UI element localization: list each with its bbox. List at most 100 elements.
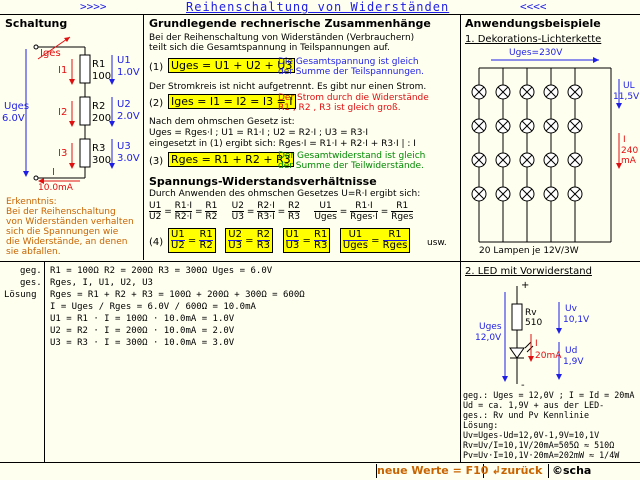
label-wanted: ges. — [20, 278, 42, 288]
label-solution: Lösung — [4, 290, 37, 300]
formula-number: (1) — [149, 62, 164, 73]
label-r2: R2 — [92, 101, 106, 112]
basics-panel: Grundlegende rechnerische Zusammenhänge … — [144, 15, 460, 261]
value-i-lamp: 240 — [621, 146, 639, 156]
example-1-title: 1. Dekorations-Lichterkette — [465, 34, 602, 45]
value-ul: 11,5V — [613, 92, 640, 102]
label-u2: U2 — [117, 99, 131, 110]
led-panel: 2. LED mit Vorwiderstand + - Rv 510 Uv 1… — [461, 262, 640, 462]
divider-bottom — [0, 462, 640, 463]
label-i: I — [52, 167, 55, 178]
led-plus: + — [521, 280, 530, 291]
lamp-icon — [519, 84, 535, 100]
formula-1: Uges = U1 + U2 + U3 — [168, 58, 296, 73]
formula-1-note: der Summe der Teilspannungen. — [278, 67, 425, 77]
label-rv: Rv — [525, 308, 537, 318]
back-button[interactable]: ↲zurück — [486, 464, 549, 478]
lamp-icon — [543, 118, 559, 134]
lamp-icon — [471, 118, 487, 134]
led-text-line: ges.: Rv und Pv Kennlinie — [463, 410, 590, 420]
note-line: die Widerstände, an denen — [6, 237, 128, 247]
header-right-arrows: <<<< — [520, 0, 547, 13]
lamp-icon — [495, 186, 511, 202]
label-ud: Ud — [565, 346, 578, 356]
label-i3: I3 — [58, 148, 68, 159]
value-i: 10.0mA — [38, 183, 73, 193]
value-r3: 300 — [92, 155, 112, 166]
led-text-line: geg.: Uges = 12,0V ; I = Id = 20mA — [463, 390, 635, 400]
usw-text: usw. — [427, 238, 447, 248]
formula-3-note: Der Gesamtwiderstand ist gleich — [278, 151, 426, 161]
label-led-i: I — [535, 339, 538, 349]
lamp-icon — [471, 84, 487, 100]
note-line: sie abfallen. — [6, 247, 61, 257]
lamp-grid — [461, 15, 640, 264]
led-minus: - — [521, 380, 525, 391]
label-ul: UL — [623, 81, 635, 91]
value-uges: 6.0V — [2, 113, 25, 124]
ohm-equation: Uges = Rges·I ; U1 = R1·I ; U2 = R2·I ; … — [149, 128, 368, 138]
lamp-icon — [567, 186, 583, 202]
formula-number: (3) — [149, 156, 164, 167]
lamp-icon — [495, 152, 511, 168]
lamp-icon — [471, 186, 487, 202]
circuit-diagram — [23, 36, 115, 184]
divider-middle — [0, 261, 640, 262]
label-given: geg. — [20, 266, 42, 276]
label-r1: R1 — [92, 59, 106, 70]
label-u1: U1 — [117, 55, 131, 66]
value-ud: 1,9V — [563, 357, 584, 367]
lamp-icon — [519, 118, 535, 134]
lamp-icon — [471, 152, 487, 168]
formula-2-note: Der Strom durch die Widerstände — [278, 93, 429, 103]
lamp-icon — [567, 84, 583, 100]
value-u2: 2.0V — [117, 111, 140, 122]
value-u1: 1.0V — [117, 67, 140, 78]
solution-line: U2 = R2 · I = 200Ω · 10.0mA = 2.0V — [50, 326, 235, 336]
lamp-icon — [495, 118, 511, 134]
formula-2-note: R1 , R2 , R3 ist gleich groß. — [278, 103, 401, 113]
note-line: Bei der Reihenschaltung — [6, 207, 116, 217]
lamp-icon — [543, 186, 559, 202]
divider-left — [143, 15, 144, 260]
label-i2: I2 — [58, 107, 68, 118]
wanted-values: Rges, I, U1, U2, U3 — [50, 278, 153, 288]
ohm-text: Nach dem ohmschen Gesetz ist: — [149, 117, 295, 127]
copyright-text: ©scha — [552, 464, 592, 477]
formula-number: (2) — [149, 98, 164, 109]
label-iges: Iges — [40, 48, 61, 59]
divider-right — [460, 15, 461, 462]
label-r3: R3 — [92, 143, 106, 154]
application-panel: Anwendungsbeispiele 1. Dekorations-Licht… — [461, 15, 640, 261]
formula-2: Iges = I1 = I2 = I3 = I — [168, 94, 296, 109]
new-values-button[interactable]: neue Werte = F10 — [376, 464, 489, 478]
value-led-uges: 12,0V — [475, 333, 502, 343]
formula-number: (4) — [149, 237, 164, 248]
application-heading: Anwendungsbeispiele — [465, 17, 601, 30]
circuit-heading: Schaltung — [5, 17, 68, 30]
lamp-icon — [495, 84, 511, 100]
note-line: sich die Spannungen wie — [6, 227, 119, 237]
led-text-line: Uv=Uges-Ud=12,0V-1,9V=10,1V — [463, 430, 600, 440]
basics-intro: Bei der Reihenschaltung von Widerständen… — [149, 33, 415, 43]
label-u3: U3 — [117, 141, 131, 152]
label-uges: Uges — [4, 101, 30, 112]
label-uges-230: Uges=230V — [509, 48, 563, 58]
led-text-line: Pv=Uv·I=10,1V·20mA=202mW ≈ 1/4W — [463, 450, 620, 460]
lamp-icon — [543, 152, 559, 168]
given-values: R1 = 100Ω R2 = 200Ω R3 = 300Ω Uges = 6.0… — [50, 266, 273, 276]
value-uv: 10,1V — [563, 315, 590, 325]
value-r2: 200 — [92, 113, 112, 124]
solution-line: U3 = R3 · I = 300Ω · 10.0mA = 3.0V — [50, 338, 235, 348]
